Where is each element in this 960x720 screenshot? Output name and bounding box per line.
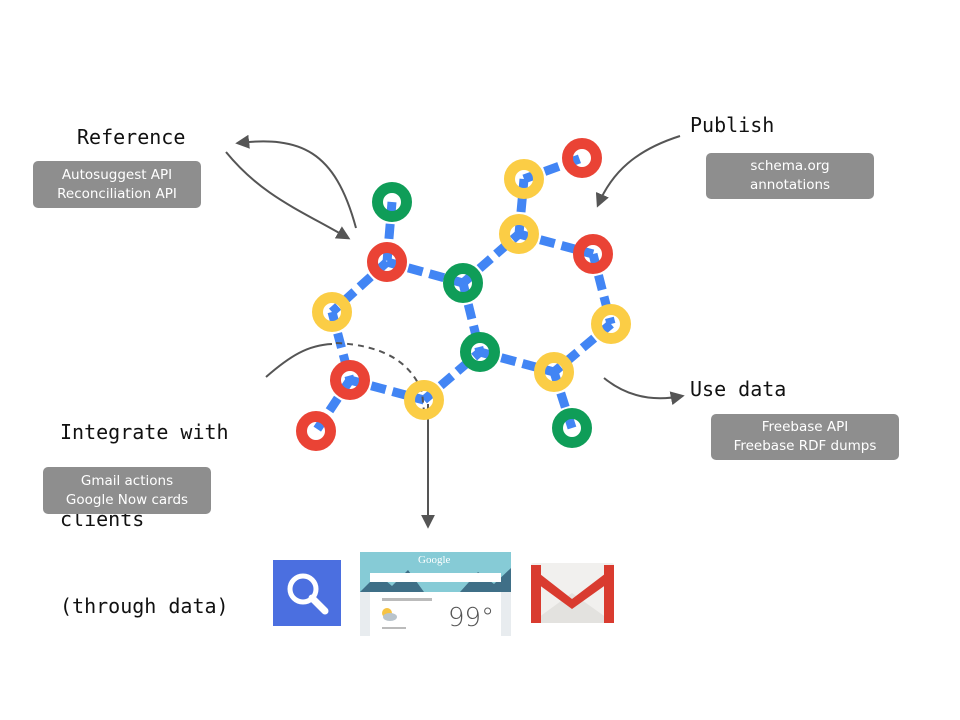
atom-yellow (499, 214, 539, 254)
gmail-icon (531, 563, 614, 623)
atom-yellow (534, 352, 574, 392)
publish-title: Publish (690, 113, 775, 137)
atom-green (460, 332, 500, 372)
atom-yellow (404, 380, 444, 420)
reference-arrow-out (235, 134, 357, 229)
tag-freebase-api: Freebase API (761, 419, 849, 435)
atom-yellow (312, 292, 352, 332)
atom-green (372, 182, 412, 222)
atom-red (296, 411, 336, 451)
tag-reconciliation-api: Reconciliation API (57, 185, 177, 202)
use-data-tags: Freebase API Freebase RDF dumps (711, 414, 899, 460)
tag-schema-org: schema.org (750, 158, 830, 174)
reference-arrow-in (225, 151, 351, 240)
search-icon (273, 560, 341, 626)
temperature-value: 99° (448, 603, 495, 633)
tag-autosuggest-api: Autosuggest API (61, 166, 173, 183)
atom-green (443, 263, 483, 303)
atoms (296, 138, 631, 451)
use-data-arrow (603, 377, 685, 406)
now-card-background (360, 552, 511, 636)
atom-red (573, 234, 613, 274)
tag-google-now-cards: Google Now cards (65, 491, 189, 508)
publish-arrow (595, 135, 681, 208)
reference-tags: Autosuggest API Reconciliation API (33, 161, 201, 208)
google-now-card: Google 99° (360, 552, 511, 636)
atom-yellow (504, 159, 544, 199)
atom-red (562, 138, 602, 178)
integrate-title-line: (through data) (60, 594, 229, 618)
tag-gmail-actions: Gmail actions (80, 472, 174, 489)
tag-annotations: annotations (749, 177, 831, 193)
reference-title: Reference (77, 125, 186, 149)
atom-green (552, 408, 592, 448)
integrate-arrow (265, 343, 333, 378)
use-data-title: Use data (690, 377, 787, 401)
tag-freebase-rdf-dumps: Freebase RDF dumps (733, 438, 877, 454)
atom-red (367, 242, 407, 282)
arrows (225, 134, 685, 529)
integrate-tags: Gmail actions Google Now cards (43, 467, 211, 514)
integrate-title-line: Integrate with (60, 420, 229, 444)
publish-tags: schema.org annotations (706, 153, 874, 199)
atom-red (330, 360, 370, 400)
atom-yellow (591, 304, 631, 344)
google-logo: Google (418, 554, 451, 566)
integrate-title: Integrate with clients (through data) (60, 360, 229, 650)
